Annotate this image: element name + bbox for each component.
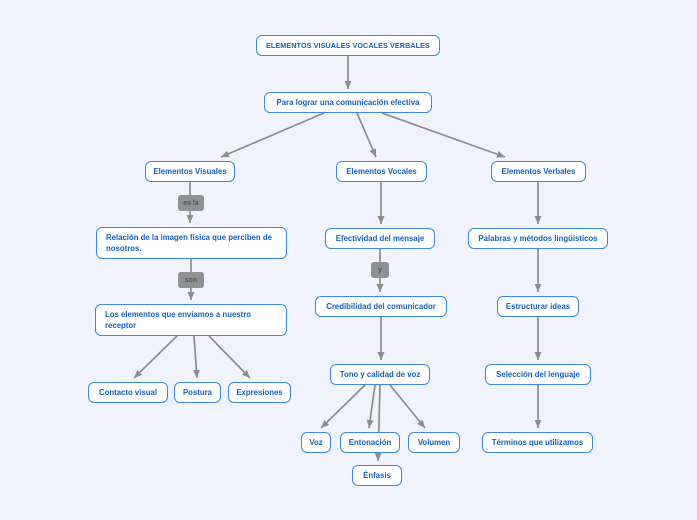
link-label-y[interactable]: y [371,262,389,278]
node-enfasis[interactable]: Énfasis [352,465,402,486]
node-postura[interactable]: Postura [174,382,221,403]
node-volumen[interactable]: Volumen [408,432,460,453]
node-para-lograr-comunicacion-efectiva[interactable]: Para lograr una comunicación efectiva [264,92,432,113]
node-elementos-vocales[interactable]: Elementos Vocales [336,161,427,182]
node-credibilidad-del-comunicador[interactable]: Credibilidad del comunicador [315,296,447,317]
connector-tono-entonacion [366,384,376,429]
node-entonacion[interactable]: Entonación [340,432,400,453]
node-efectividad-del-mensaje[interactable]: Efectividad del mensaje [325,228,435,249]
connector-goal-vocales [356,112,377,158]
node-elementos-visuales[interactable]: Elementos Visuales [145,161,235,182]
connector-enviamos-expresiones [208,335,251,379]
connector-tono-voz [320,384,366,429]
connector-goal-verbales [381,112,506,158]
link-label-es-la[interactable]: es la [178,195,204,211]
connector-enviamos-contacto [133,335,178,379]
link-label-son[interactable]: son [178,272,204,288]
connector-enviamos-postura [192,335,200,379]
node-elementos-verbales[interactable]: Elementos Verbales [491,161,586,182]
node-elementos-visuales-vocales-verbales[interactable]: ELEMENTOS VISUALES VOCALES VERBALES [256,35,440,56]
node-palabras-y-metodos-linguisticos[interactable]: Palabras y métodos lingüísticos [468,228,608,249]
connector-goal-visuales [220,112,325,158]
node-voz[interactable]: Voz [301,432,331,453]
connector-tono-volumen [389,384,426,429]
node-seleccion-del-lenguaje[interactable]: Selección del lenguaje [485,364,591,385]
node-elementos-que-enviamos[interactable]: Los elementos que enviamos a nuestro rec… [95,304,287,336]
node-tono-y-calidad-de-voz[interactable]: Tono y calidad de voz [330,364,430,385]
node-terminos-que-utilizamos[interactable]: Términos que utilizamos [482,432,593,453]
node-contacto-visual[interactable]: Contacto visual [88,382,168,403]
node-relacion-imagen-fisica[interactable]: Relación de la imagen física que percibe… [96,227,287,259]
node-expresiones[interactable]: Expresiones [228,382,291,403]
node-estructurar-ideas[interactable]: Estructurar ideas [497,296,579,317]
